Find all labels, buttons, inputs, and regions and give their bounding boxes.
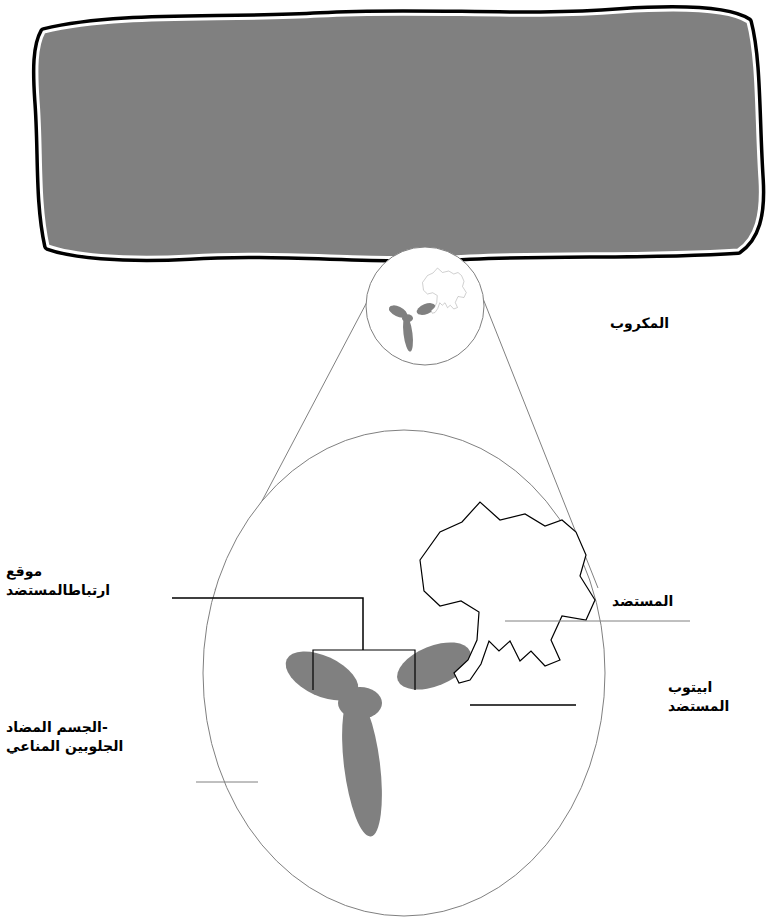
binding-site-bracket <box>313 650 415 690</box>
binding-site-label: موقع ارتباطالمستضد <box>6 562 110 600</box>
leader-line <box>196 782 258 783</box>
antigen-shape <box>420 502 595 683</box>
small-antibody-antigen <box>387 268 466 352</box>
leader-line <box>505 621 690 622</box>
zoom-circle-small <box>366 247 484 365</box>
epitope-label: ابيتوب المستضد <box>668 678 729 716</box>
zoom-circle-large <box>203 430 605 916</box>
antibody-shape <box>278 633 477 839</box>
antigen-label: المستضد <box>612 592 673 611</box>
microbe-body-fill <box>37 10 760 258</box>
leader-line <box>172 598 363 650</box>
microbe-body <box>37 10 760 258</box>
microbe-label: المكروب <box>610 314 669 333</box>
antibody-label: -الجسم المضاد الجلوبين المناعي <box>6 718 151 756</box>
leader-line <box>470 704 576 706</box>
